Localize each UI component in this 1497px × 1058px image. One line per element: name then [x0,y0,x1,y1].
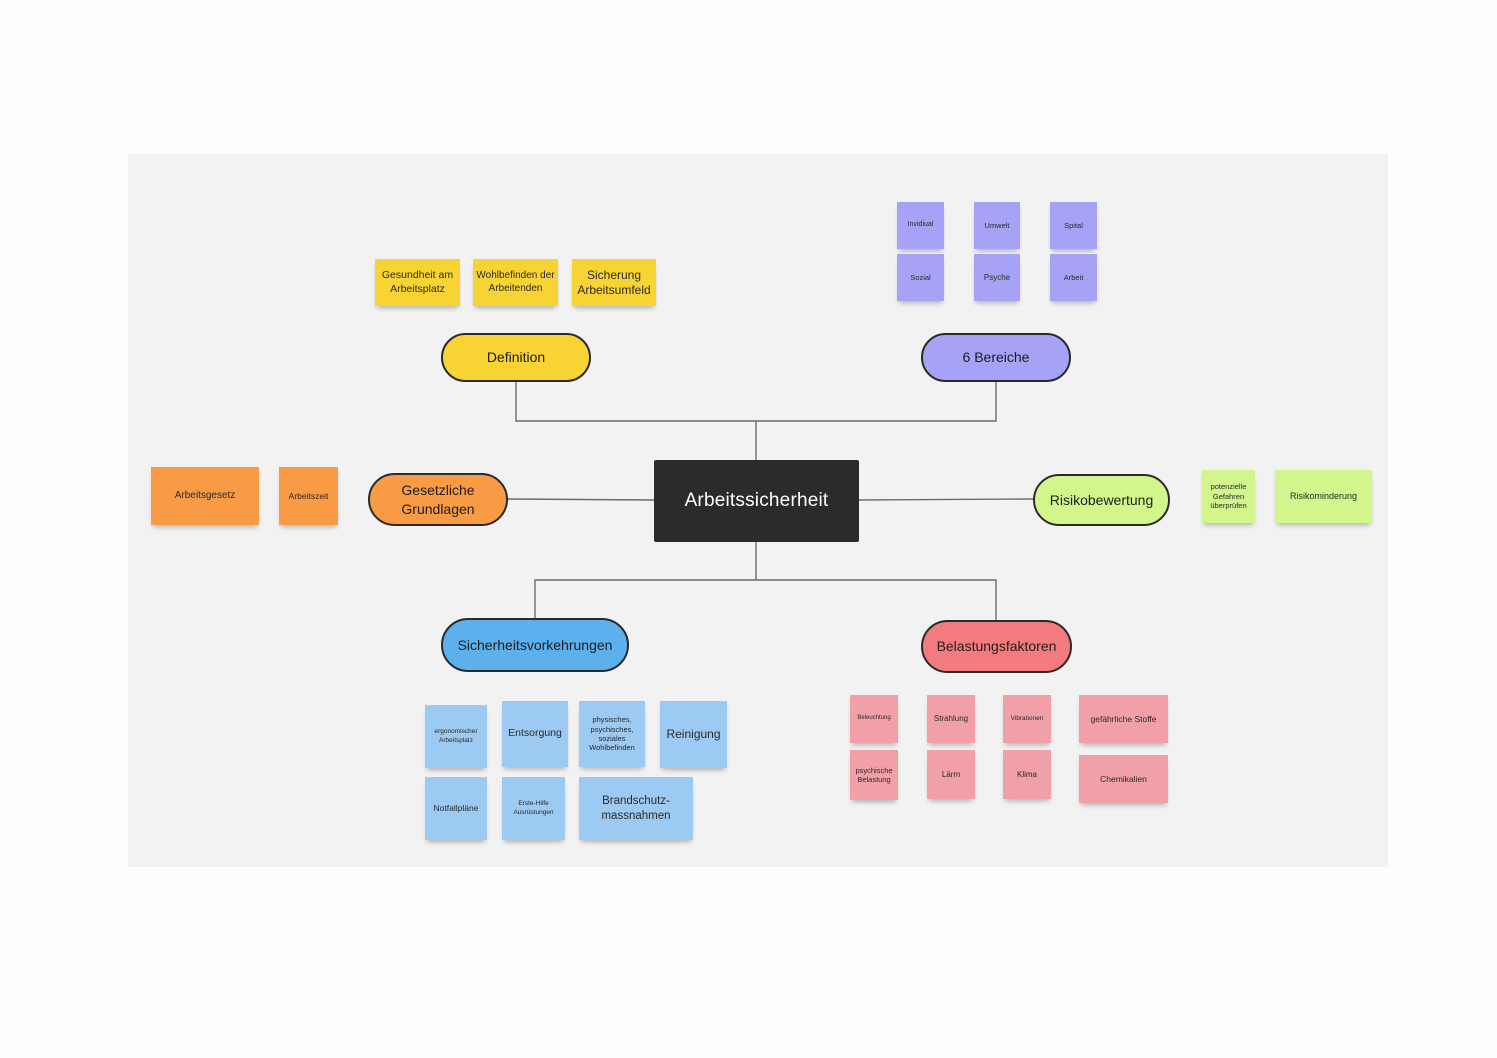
note-bereiche-2[interactable]: Umwelt [974,202,1020,249]
note-vorkehrungen-1[interactable]: ergonomischer Arbeitsplatz [425,705,487,768]
note-bereiche-5[interactable]: Psyche [974,254,1020,301]
note-bereiche-1[interactable]: Invidiual [897,202,944,249]
note-risiko-2[interactable]: Risikominderung [1275,470,1372,523]
topic-6-bereiche[interactable]: 6 Bereiche [921,333,1071,382]
note-grundlagen-2[interactable]: Arbeitszeit [279,467,338,525]
note-belastung-2[interactable]: Strahlung [927,695,975,743]
note-vorkehrungen-7[interactable]: Brandschutz-massnahmen [579,777,693,840]
note-bereiche-6[interactable]: Arbeit [1050,254,1097,301]
note-vorkehrungen-6[interactable]: Erste-Hilfe Ausrüstungen [502,777,565,840]
topic-sicherheitsvorkehrungen[interactable]: Sicherheitsvorkehrungen [441,618,629,672]
note-vorkehrungen-4[interactable]: Reinigung [660,701,727,768]
note-bereiche-4[interactable]: Sozial [897,254,944,301]
topic-definition[interactable]: Definition [441,333,591,382]
note-definition-3[interactable]: Sicherung Arbeitsumfeld [572,259,656,306]
central-topic[interactable]: Arbeitssicherheit [654,460,859,542]
note-vorkehrungen-3[interactable]: physisches, psychisches, soziales Wohlbe… [579,701,645,767]
note-belastung-8[interactable]: Chemikalien [1079,755,1168,803]
note-belastung-4[interactable]: gefährliche Stoffe [1079,695,1168,743]
topic-risikobewertung[interactable]: Risikobewertung [1033,474,1170,526]
note-vorkehrungen-2[interactable]: Entsorgung [502,701,568,767]
note-grundlagen-1[interactable]: Arbeitsgesetz [151,467,259,525]
note-belastung-3[interactable]: Vibrationen [1003,695,1051,743]
note-risiko-1[interactable]: potenzielle Gefahren überprüfen [1202,470,1255,523]
topic-gesetzliche-grundlagen[interactable]: Gesetzliche Grundlagen [368,473,508,526]
note-belastung-5[interactable]: psychische Belastung [850,750,898,800]
note-bereiche-3[interactable]: Spital [1050,202,1097,249]
topic-belastungsfaktoren[interactable]: Belastungsfaktoren [921,620,1072,673]
note-belastung-7[interactable]: Klima [1003,750,1051,799]
note-belastung-6[interactable]: Lärm [927,750,975,799]
note-belastung-1[interactable]: Beleuchtung [850,695,898,743]
note-vorkehrungen-5[interactable]: Notfallpläne [425,777,487,840]
note-definition-2[interactable]: Wohlbefinden der Arbeitenden [473,259,558,306]
note-definition-1[interactable]: Gesundheit am Arbeitsplatz [375,259,460,306]
